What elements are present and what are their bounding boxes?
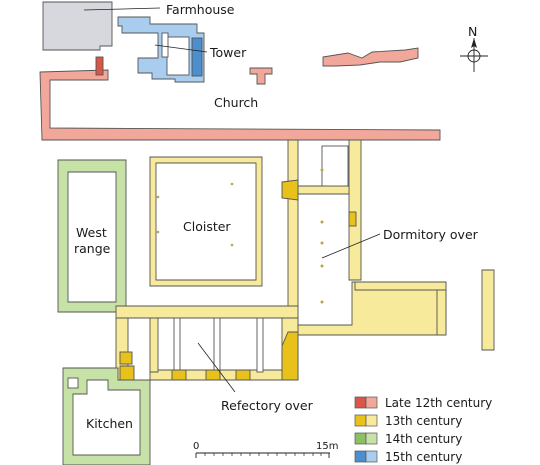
scale-end: 15m	[316, 441, 338, 452]
label-dormitory: Dormitory over	[383, 227, 479, 242]
north-arrow-icon: N	[460, 24, 488, 72]
legend-swatch-late12-dark	[354, 396, 367, 409]
church	[39, 47, 441, 141]
cloister	[149, 156, 263, 287]
label-refectory: Refectory over	[221, 398, 314, 413]
legend-swatch-14c-dark	[354, 432, 367, 445]
legend-item: Late 12th century	[354, 396, 492, 410]
east-range	[281, 139, 495, 351]
legend-swatch-late12-light	[365, 396, 378, 409]
legend-label-late12: Late 12th century	[385, 396, 492, 410]
label-cloister: Cloister	[183, 219, 231, 234]
label-farmhouse: Farmhouse	[166, 2, 235, 17]
legend-swatch-15c-dark	[354, 450, 367, 463]
north-label: N	[468, 24, 477, 39]
scale-start: 0	[193, 441, 199, 452]
legend: Late 12th century 13th century 14th cent…	[354, 396, 492, 464]
legend-swatch-14c-light	[365, 432, 378, 445]
label-west-range-1: West	[76, 225, 107, 240]
legend-label-14c: 14th century	[385, 432, 462, 446]
label-west-range-2: range	[74, 241, 111, 256]
legend-label-13c: 13th century	[385, 414, 462, 428]
scale-bar: 0 15m	[193, 441, 338, 458]
label-tower: Tower	[209, 45, 247, 60]
legend-swatch-13c-light	[365, 414, 378, 427]
label-church: Church	[214, 95, 258, 110]
legend-item: 13th century	[354, 414, 462, 428]
refectory	[115, 305, 299, 381]
legend-swatch-15c-light	[365, 450, 378, 463]
leader-lines	[83, 7, 381, 393]
label-kitchen: Kitchen	[86, 416, 133, 431]
legend-item: 14th century	[354, 432, 462, 446]
kitchen	[62, 367, 151, 465]
dormitory-dots	[156, 168, 324, 304]
farmhouse	[42, 1, 113, 51]
legend-swatch-13c-dark	[354, 414, 367, 427]
tower	[117, 16, 205, 83]
legend-label-15c: 15th century	[385, 450, 462, 464]
legend-item: 15th century	[354, 450, 462, 464]
